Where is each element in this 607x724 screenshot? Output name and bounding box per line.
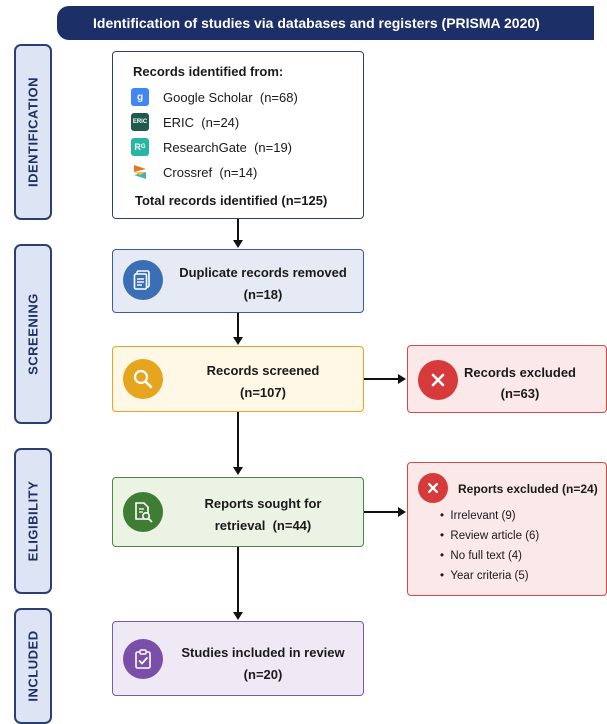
records-screened-value: (n=107)	[240, 385, 286, 400]
studies-included-value: (n=20)	[243, 667, 283, 682]
records-screened-box: Records screened (n=107)	[112, 346, 364, 412]
stage-identification-label: IDENTIFICATION	[25, 76, 41, 188]
reports-retrieval-box: Reports sought for retrieval (n=44)	[112, 477, 364, 547]
source-row-eric: ERIC ERIC (n=24)	[131, 113, 239, 131]
arrow-duplicates-to-screened	[237, 313, 239, 338]
crossref-icon	[131, 163, 149, 181]
document-search-icon	[123, 492, 163, 532]
stage-screening: SCREENING	[14, 244, 52, 424]
retrieval-value-line: retrieval (n=44)	[173, 518, 353, 533]
source-name: Crossref	[163, 164, 213, 180]
reports-excluded-title: Reports excluded (n=24)	[458, 482, 598, 496]
records-excluded-value: (n=63)	[500, 386, 540, 401]
arrowhead	[398, 374, 406, 384]
x-circle-icon	[418, 473, 448, 503]
arrow-retrieval-to-reports-excluded	[364, 511, 398, 513]
excluded-reason: • Irrelevant (9)	[440, 510, 516, 522]
excluded-reason: • No full text (4)	[440, 550, 522, 562]
records-identified-title: Records identified from:	[133, 64, 284, 79]
stage-eligibility-label: ELIGIBILITY	[25, 480, 41, 562]
arrowhead	[233, 612, 243, 620]
records-excluded-box: Records excluded (n=63)	[407, 345, 607, 413]
source-count: (n=19)	[254, 139, 293, 155]
stage-eligibility: ELIGIBILITY	[14, 448, 52, 594]
duplicates-box: Duplicate records removed (n=18)	[112, 249, 364, 313]
source-name: ResearchGate	[163, 139, 247, 155]
retrieval-title: Reports sought for	[204, 496, 322, 511]
source-count: (n=24)	[201, 114, 240, 130]
duplicates-value: (n=18)	[243, 287, 283, 302]
retrieval-title-2: retrieval	[214, 518, 266, 533]
stage-screening-label: SCREENING	[25, 293, 41, 375]
records-excluded-title: Records excluded	[464, 365, 576, 380]
records-screened-title: Records screened	[206, 363, 320, 378]
arrow-screened-to-retrieval	[237, 412, 239, 468]
stage-included-label: INCLUDED	[25, 630, 41, 702]
document-icon	[123, 260, 163, 300]
source-row-crossref: Crossref (n=14)	[131, 163, 257, 181]
arrowhead	[233, 240, 243, 248]
x-circle-icon	[418, 360, 458, 400]
arrowhead	[233, 337, 243, 345]
source-name: ERIC	[163, 114, 195, 130]
arrow-screened-to-excluded	[364, 378, 398, 380]
studies-included-box: Studies included in review (n=20)	[112, 621, 364, 696]
reports-excluded-box: Reports excluded (n=24) • Irrelevant (9)…	[407, 462, 607, 596]
stage-identification: IDENTIFICATION	[14, 44, 52, 220]
source-name: Google Scholar	[163, 89, 253, 105]
eric-icon: ERIC	[131, 113, 149, 131]
google-scholar-icon: g	[131, 88, 149, 106]
diagram-header: Identification of studies via databases …	[57, 6, 594, 40]
magnifier-icon	[123, 359, 163, 399]
arrowhead	[398, 507, 406, 517]
source-count: (n=68)	[259, 89, 298, 105]
source-row-google-scholar: g Google Scholar (n=68)	[131, 88, 298, 106]
stage-included: INCLUDED	[14, 608, 52, 724]
excluded-reason: • Review article (6)	[440, 530, 540, 542]
clipboard-check-icon	[123, 639, 163, 679]
studies-included-title: Studies included in review	[181, 645, 345, 660]
retrieval-value: (n=44)	[272, 518, 312, 533]
duplicates-title: Duplicate records removed	[179, 265, 347, 280]
total-records: Total records identified (n=125)	[135, 193, 328, 208]
excluded-reason: • Year criteria (5)	[440, 570, 529, 582]
records-identified-box: Records identified from: g Google Schola…	[112, 51, 364, 219]
arrowhead	[233, 467, 243, 475]
source-count: (n=14)	[219, 164, 258, 180]
arrow-identified-to-duplicates	[237, 219, 239, 241]
arrow-retrieval-to-included	[237, 547, 239, 613]
